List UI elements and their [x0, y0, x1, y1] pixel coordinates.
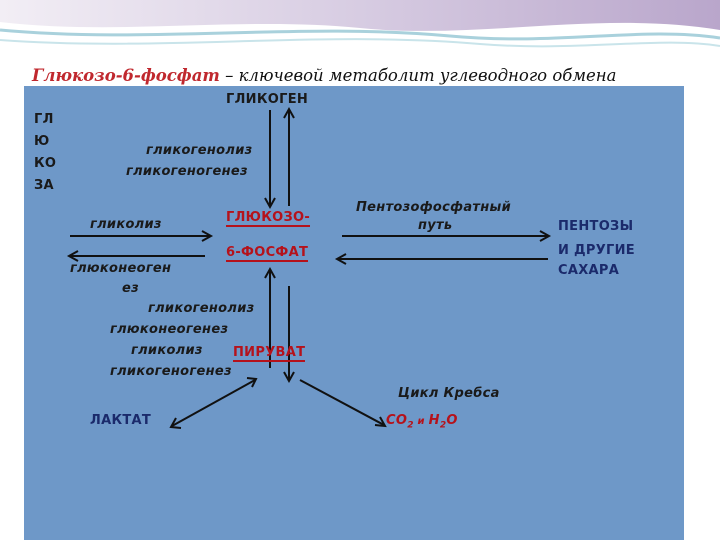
glycogen-label: ГЛИКОГЕН	[226, 92, 309, 107]
glucose-line-3: КО	[34, 156, 57, 171]
diagram-panel	[24, 86, 684, 540]
gluconeogenesis-mid-label: глюконеогенез	[110, 322, 229, 337]
h2o-h: H	[428, 413, 440, 428]
pentose-path-line-2: путь	[418, 218, 453, 233]
h2o-sub: 2	[439, 420, 447, 431]
and-text: и	[413, 416, 429, 427]
gluconeogenesis-left-line-1: глюконеоген	[70, 261, 172, 276]
co2-text: CO	[386, 413, 408, 428]
glycogenolysis-mid-label: гликогенолиз	[148, 301, 255, 316]
header-decoration	[0, 0, 720, 48]
glucose-line-4: ЗА	[34, 178, 54, 193]
arrow-pyruvate-co2	[299, 379, 385, 426]
co2-h2o-label: CO2 и H2O	[386, 413, 458, 431]
title-rest: – ключевой метаболит углеводного обмена	[219, 66, 617, 85]
g6p-line-2: 6-ФОСФАТ	[226, 245, 309, 262]
glycolysis-mid-label: гликолиз	[131, 343, 203, 358]
co2-sub: 2	[407, 420, 414, 431]
pentoses-line-2: И ДРУГИЕ	[558, 243, 635, 258]
slide-title: Глюкозо-6-фосфат – ключевой метаболит уг…	[32, 66, 720, 85]
g6p-line-1: ГЛЮКОЗО-	[226, 210, 311, 227]
pentoses-line-3: САХАРА	[558, 263, 620, 278]
pentose-path-line-1: Пентозофосфатный	[356, 200, 512, 215]
title-key: Глюкозо-6-фосфат	[32, 66, 220, 85]
h2o-o: O	[446, 413, 458, 428]
glycogenogenesis-top-label: гликогеногенез	[126, 164, 248, 179]
glycogenogenesis-mid-label: гликогеногенез	[110, 364, 232, 379]
lactate-label: ЛАКТАТ	[90, 413, 152, 428]
glucose-line-1: ГЛ	[34, 112, 54, 127]
krebs-cycle-label: Цикл Кребса	[398, 386, 500, 401]
glycogenolysis-top-label: гликогенолиз	[146, 143, 253, 158]
pentoses-line-1: ПЕНТОЗЫ	[558, 219, 634, 234]
glucose-line-2: Ю	[34, 134, 50, 149]
glycolysis-left-label: гликолиз	[90, 217, 162, 232]
arrow-pyruvate-lactate	[171, 379, 256, 427]
pyruvate-label: ПИРУВАТ	[233, 345, 306, 362]
gluconeogenesis-left-line-2: ез	[122, 281, 139, 296]
